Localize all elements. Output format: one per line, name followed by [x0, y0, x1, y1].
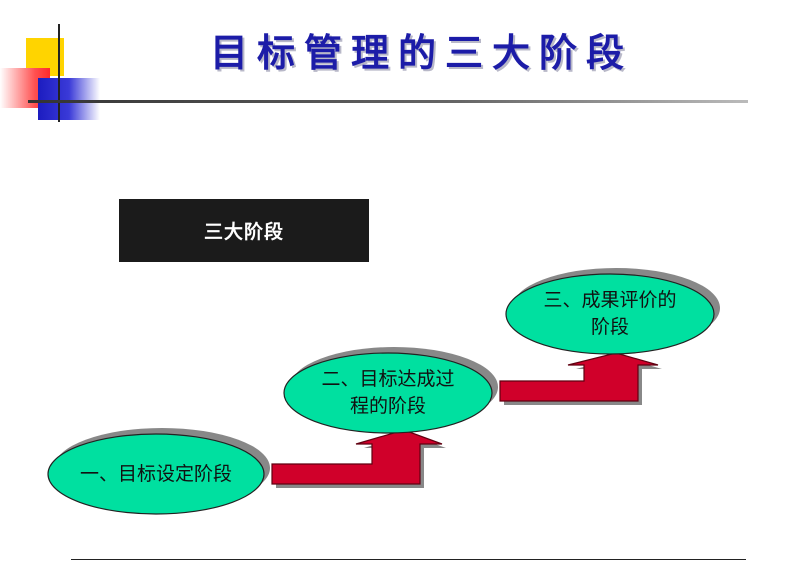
stage-2: 二、目标达成过 程的阶段 — [288, 352, 488, 434]
section-label: 三大阶段 — [119, 199, 369, 262]
deco-vertical-line — [58, 24, 60, 122]
page-title: 目标管理的三大阶段 — [210, 30, 634, 75]
stage-1-text: 一、目标设定阶段 — [79, 462, 232, 485]
stage-2-text: 二、目标达成过 程的阶段 — [321, 368, 455, 417]
stage-3: 三、成果评价的 阶段 — [510, 273, 710, 355]
deco-blue-square — [38, 78, 100, 120]
step-arrow-icon-1 — [271, 430, 446, 488]
header-rule — [28, 100, 748, 103]
stage-3-text: 三、成果评价的 阶段 — [543, 289, 677, 338]
decorative-corner — [0, 0, 120, 130]
stage-2-shape — [283, 347, 498, 434]
footer-rule — [71, 559, 746, 560]
step-arrow-icon-2 — [499, 353, 662, 405]
stage-1: 一、目标设定阶段 — [48, 434, 264, 514]
stage-1-shape — [47, 428, 270, 515]
stage-3-shape — [505, 268, 720, 355]
